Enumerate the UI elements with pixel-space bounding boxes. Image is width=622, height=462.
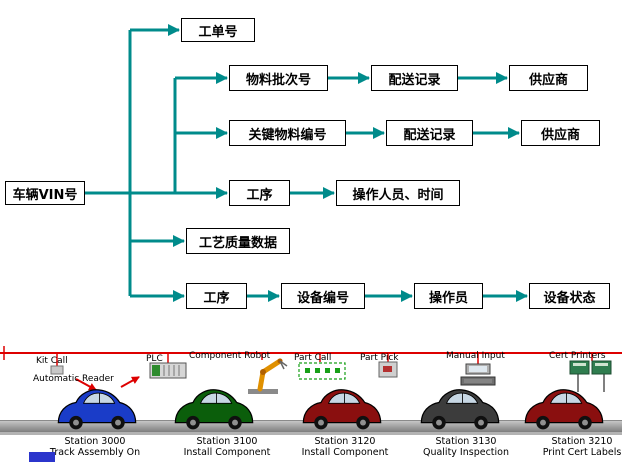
label-kit-call: Kit Call [36, 356, 68, 366]
station-number: Station 3100 [196, 436, 258, 447]
flow-trunk-lines [85, 30, 177, 296]
node-operator-time: 操作人员、时间 [336, 180, 460, 206]
plc-pointer-arrow-icon [120, 376, 140, 388]
node-equipment-id: 设备编号 [281, 283, 365, 309]
manual-input-icon [460, 363, 496, 386]
node-work-order: 工单号 [181, 18, 255, 42]
car-station-3130 [420, 389, 500, 430]
node-supplier-1: 供应商 [509, 65, 588, 91]
conveyor-shadow [0, 432, 622, 435]
plc-icon [149, 362, 187, 379]
blue-marker [29, 452, 55, 462]
cert-printers-icon [569, 360, 612, 392]
station-number: Station 3210 [551, 436, 613, 447]
node-delivery-record-1: 配送记录 [371, 65, 458, 91]
car-station-3210 [524, 389, 604, 430]
part-call-icon [298, 362, 346, 380]
station-task: Install Component [183, 447, 271, 459]
label-automatic-reader: Automatic Reader [33, 374, 114, 384]
node-delivery-record-2: 配送记录 [386, 120, 473, 146]
label-part-pick: Part Pick [360, 353, 399, 363]
car-station-3100 [174, 389, 254, 430]
node-material-batch: 物料批次号 [229, 65, 328, 91]
station-label-3120: Station 3120 Install Component [287, 436, 403, 459]
station-label-3100: Station 3100 Install Component [169, 436, 285, 459]
station-task: Quality Inspection [422, 447, 510, 459]
flow-arrows [130, 24, 528, 302]
node-operator: 操作员 [414, 283, 483, 309]
node-quality-data: 工艺质量数据 [186, 228, 290, 254]
node-supplier-2: 供应商 [521, 120, 600, 146]
station-label-3210: Station 3210 Print Cert Labels [524, 436, 622, 459]
component-robot-icon [248, 358, 288, 394]
station-task: Install Component [301, 447, 389, 459]
label-manual-input: Manual Input [446, 351, 505, 361]
car-station-3120 [302, 389, 382, 430]
station-number: Station 3130 [435, 436, 497, 447]
automatic-reader-arrow-icon [75, 378, 97, 391]
part-pick-icon [378, 361, 398, 378]
car-station-3000 [57, 389, 137, 430]
label-plc: PLC [146, 354, 163, 364]
station-label-3000: Station 3000 Track Assembly On [37, 436, 153, 459]
station-task: Print Cert Labels [542, 447, 622, 459]
station-number: Station 3120 [314, 436, 376, 447]
node-equipment-status: 设备状态 [529, 283, 610, 309]
station-number: Station 3000 [64, 436, 126, 447]
node-process-1: 工序 [229, 180, 290, 206]
node-vin: 车辆VIN号 [5, 181, 85, 205]
overhead-drop-lines [3, 346, 593, 366]
kit-call-icon [50, 365, 64, 375]
station-task: Track Assembly On [49, 447, 141, 459]
label-cert-printers: Cert Printers [549, 351, 606, 361]
label-part-call: Part Call [294, 353, 332, 363]
flowchart-connectors [85, 24, 528, 302]
node-key-material: 关键物料编号 [229, 120, 346, 146]
station-label-3130: Station 3130 Quality Inspection [408, 436, 524, 459]
label-component-robot: Component Robot [189, 351, 271, 361]
node-process-2: 工序 [186, 283, 247, 309]
